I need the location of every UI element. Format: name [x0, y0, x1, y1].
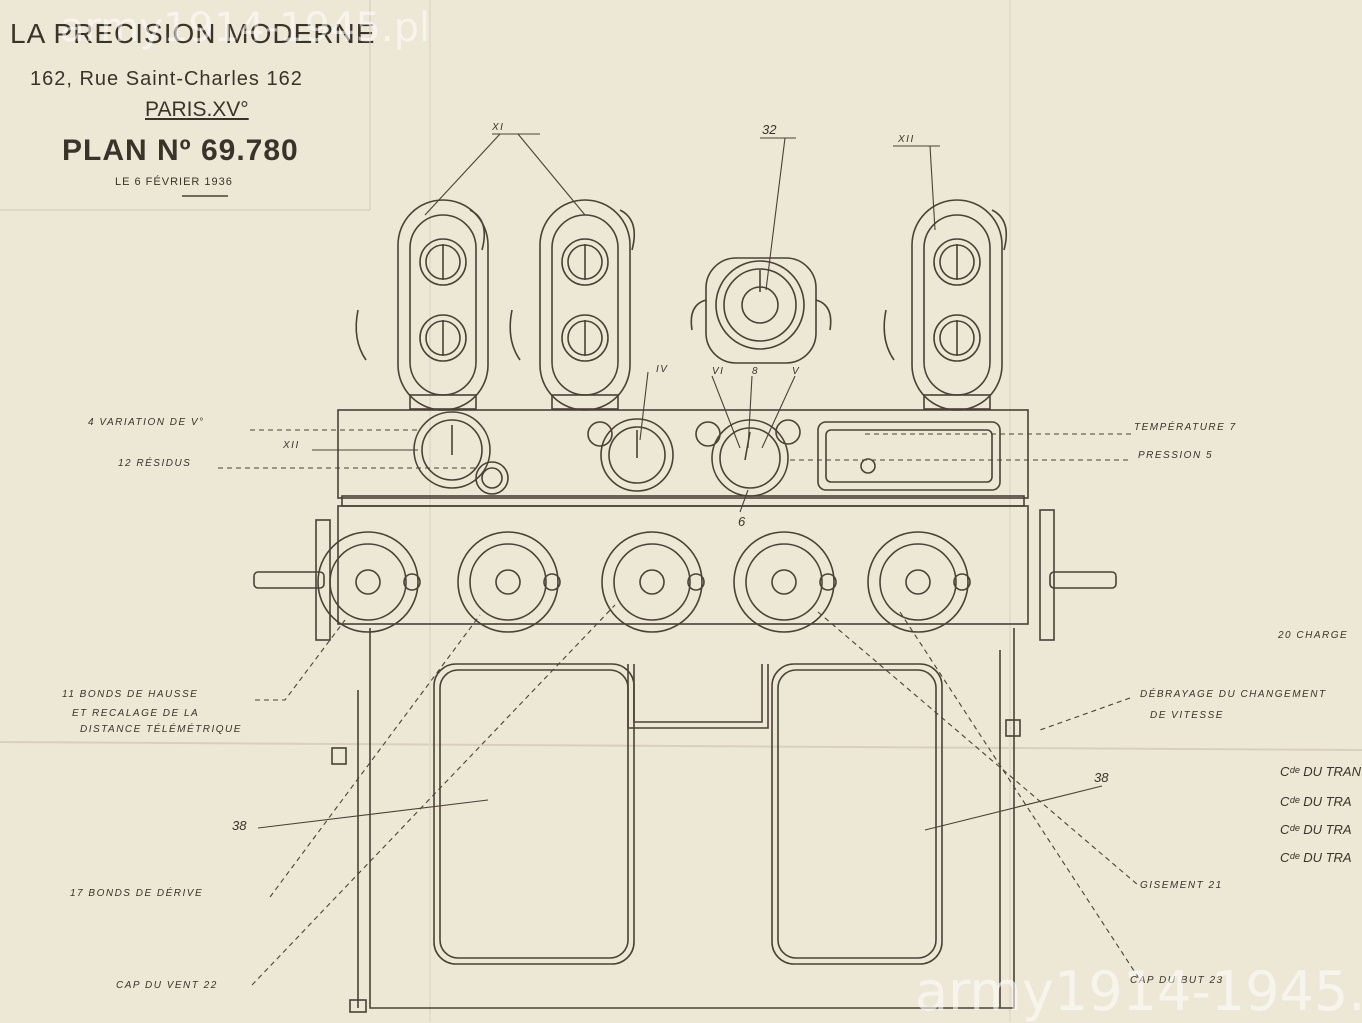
callout-32: 32 — [762, 122, 777, 137]
plan-date: LE 6 FÉVRIER 1936 — [115, 176, 233, 188]
callout-cde-2: Cᵈᵉ DU TRA — [1280, 794, 1352, 809]
company-city: PARIS.XV° — [145, 98, 249, 121]
callout-residus: 12 RÉSIDUS — [118, 456, 191, 469]
callout-cde-3: Cᵈᵉ DU TRA — [1280, 822, 1352, 837]
callout-debrayage-1: DÉBRAYAGE DU CHANGEMENT — [1140, 687, 1327, 700]
handwheel-5 — [867, 531, 971, 633]
access-panel-right — [771, 663, 943, 965]
dial-housing-2 — [539, 199, 631, 411]
callout-38-left: 38 — [232, 818, 247, 833]
callout-debrayage-2: DE VITESSE — [1150, 710, 1224, 721]
plan-number: PLAN Nº 69.780 — [62, 134, 299, 167]
callout-temperature: TEMPÉRATURE 7 — [1134, 420, 1237, 433]
callout-bonds-derive: 17 BONDS DE DÉRIVE — [70, 886, 203, 899]
temperature-box — [817, 421, 1001, 491]
central-dial-housing — [705, 257, 817, 364]
company-name: LA PRECISION MODERNE — [10, 18, 376, 49]
callout-cde-1: Cᵈᵉ DU TRAN — [1280, 764, 1362, 779]
lower-cabinet — [369, 628, 1015, 1009]
callout-bonds-hausse-3: DISTANCE TÉLÉMÉTRIQUE — [80, 722, 242, 735]
callout-xii-mid: XII — [282, 440, 300, 451]
dial-iv — [600, 418, 674, 492]
callout-cde-4: Cᵈᵉ DU TRA — [1280, 850, 1352, 865]
callout-charge: 20 CHARGE — [1277, 630, 1348, 641]
callout-pression: PRESSION 5 — [1138, 450, 1213, 461]
callout-bonds-hausse-2: ET RECALAGE DE LA — [72, 708, 199, 719]
central-dial — [715, 260, 805, 350]
callout-8: 8 — [752, 366, 759, 377]
callout-variation: 4 VARIATION DE V° — [88, 417, 205, 428]
handwheel-band — [337, 505, 1029, 625]
callout-gisement: GISEMENT 21 — [1140, 880, 1223, 891]
callout-6: 6 — [738, 514, 746, 529]
watermark-top: army1914-1945.pl — [60, 5, 431, 51]
callout-iv: IV — [656, 364, 668, 375]
handwheel-2 — [457, 531, 561, 633]
dial-housing-1 — [397, 199, 489, 411]
callout-38-right: 38 — [1094, 770, 1109, 785]
callout-xi: XI — [491, 122, 504, 133]
handwheel-4 — [733, 531, 837, 633]
company-address: 162, Rue Saint-Charles 162 — [30, 68, 303, 90]
callout-xii-top: XII — [897, 134, 915, 145]
handwheel-1 — [317, 531, 421, 633]
handwheel-3 — [601, 531, 705, 633]
callout-cap-vent: CAP DU VENT 22 — [116, 980, 218, 991]
callout-vi: VI — [712, 366, 724, 377]
callout-cap-but: CAP DU BUT 23 — [1130, 975, 1224, 986]
dial-housing-3 — [911, 199, 1003, 411]
access-panel-left — [433, 663, 635, 965]
callout-bonds-hausse-1: 11 BONDS DE HAUSSE — [62, 689, 198, 700]
watermark-bottom: army1914-1945.pl — [915, 960, 1362, 1023]
upper-deck — [337, 409, 1029, 499]
callout-v: V — [792, 366, 800, 377]
